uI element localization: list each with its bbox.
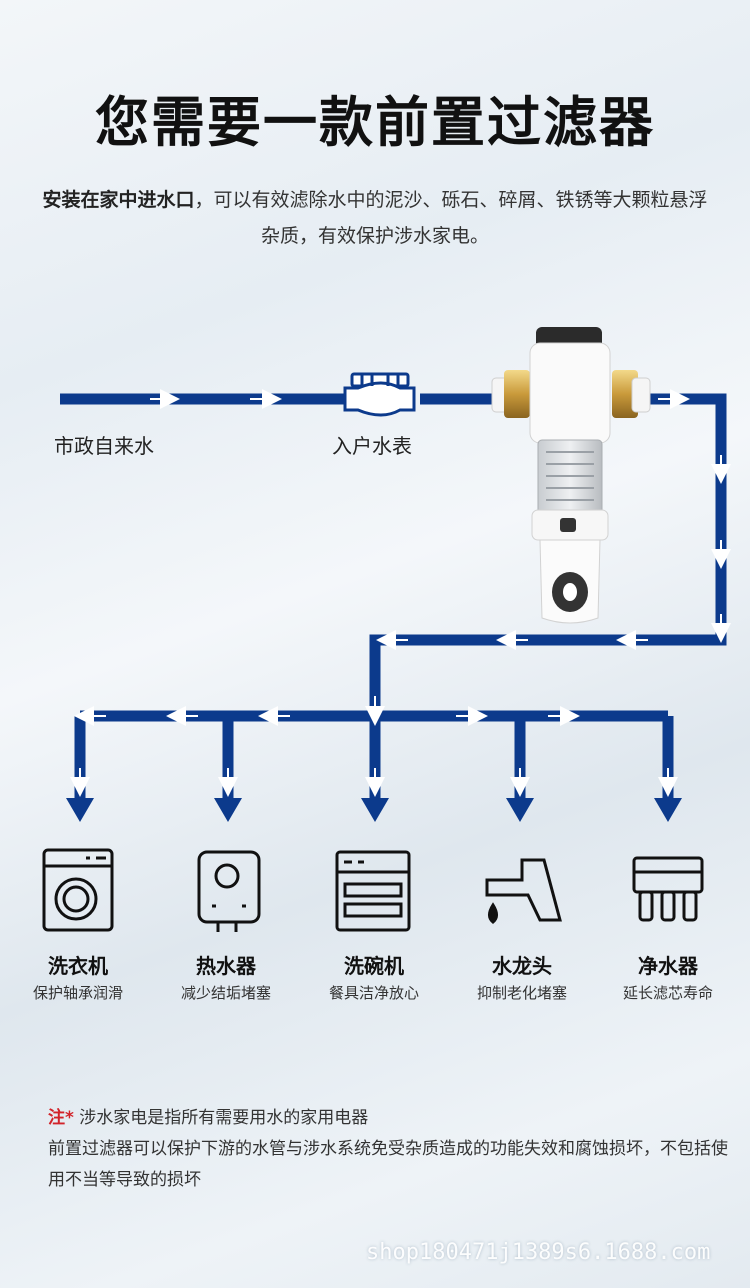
source-label: 市政自来水	[54, 434, 154, 458]
prefilter-product-image	[491, 327, 651, 624]
intro-bold: 安装在家中进水口	[42, 189, 195, 211]
pipe-network	[60, 393, 727, 800]
footnote: 注* 涉水家电是指所有需要用水的家用电器 前置过滤器可以保护下游的水管与涉水系统…	[48, 1103, 728, 1196]
washing-machine-icon	[42, 848, 114, 932]
footnote-line2: 前置过滤器可以保护下游的水管与涉水系统免受杂质造成的功能失效和腐蚀损坏，不包括使…	[48, 1139, 728, 1190]
appliance-desc: 减少结垢堵塞	[180, 984, 271, 1002]
footnote-line1-text: 涉水家电是指所有需要用水的家用电器	[79, 1108, 369, 1128]
meter-label: 入户水表	[332, 434, 412, 458]
appliance-name: 热水器	[196, 954, 256, 978]
appliance-desc: 抑制老化堵塞	[476, 984, 567, 1002]
appliance-desc: 餐具洁净放心	[328, 984, 419, 1002]
footnote-line1: 注* 涉水家电是指所有需要用水的家用电器	[48, 1103, 728, 1134]
flow-arrows	[70, 389, 731, 797]
water-purifier-icon	[632, 856, 704, 922]
watermark: shop180471j1389s6.1688.com	[366, 1240, 711, 1265]
dishwasher-icon	[335, 850, 411, 932]
appliance-desc: 延长滤芯寿命	[622, 984, 713, 1002]
water-meter-icon	[343, 372, 416, 417]
pipe-outlet-heads	[66, 798, 682, 822]
appliance-name: 水龙头	[492, 954, 552, 978]
intro-text: 安装在家中进水口，可以有效滤除水中的泥沙、砾石、碎屑、铁锈等大颗粒悬浮杂质，有效…	[40, 182, 710, 254]
footnote-mark: 注*	[48, 1108, 74, 1128]
appliance-name: 洗碗机	[344, 954, 404, 978]
faucet-icon	[485, 858, 562, 924]
water-heater-icon	[197, 850, 261, 932]
appliance-name: 净水器	[638, 954, 698, 978]
appliance-desc: 保护轴承润滑	[32, 984, 123, 1002]
intro-rest: ，可以有效滤除水中的泥沙、砾石、碎屑、铁锈等大颗粒悬浮杂质，有效保护涉水家电。	[194, 189, 708, 247]
appliance-name: 洗衣机	[48, 954, 108, 978]
page-title: 您需要一款前置过滤器	[95, 91, 655, 154]
